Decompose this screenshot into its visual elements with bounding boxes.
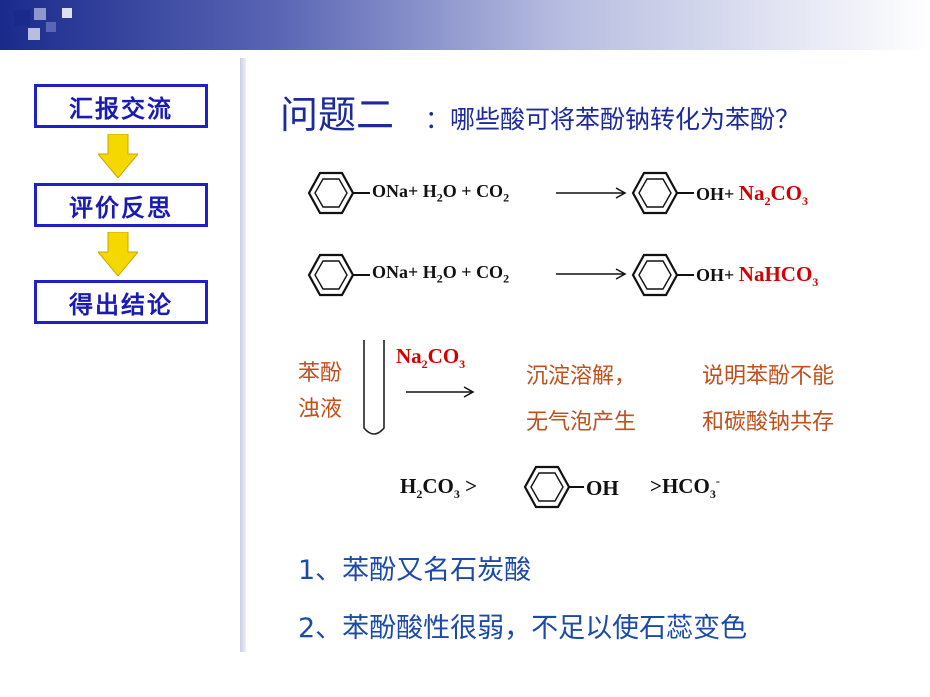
- benzene-ring-icon: [631, 253, 694, 297]
- nav-item-conclusion[interactable]: 得出结论: [34, 280, 208, 324]
- acidity-left: H2CO3 >: [400, 474, 478, 502]
- reaction-arrow-icon: [556, 187, 627, 199]
- decor-square: [34, 8, 46, 20]
- reaction1-products: OH+ Na2CO3: [696, 181, 808, 209]
- nav-item-report[interactable]: 汇报交流: [34, 84, 208, 128]
- benzene-ring-icon: [631, 171, 694, 215]
- point-2: 2、苯酚酸性很弱，不足以使石蕊变色: [298, 613, 748, 644]
- decor-square: [28, 28, 40, 40]
- decor-square: [46, 22, 56, 32]
- point-1: 1、苯酚又名石炭酸: [298, 555, 532, 586]
- slide-question: ：哪些酸可将苯酚钠转化为苯酚？: [425, 105, 801, 134]
- experiment-arrow-icon: [406, 386, 475, 398]
- decor-square: [62, 8, 72, 18]
- phenol-suspension-label: 苯酚 浊液: [298, 361, 343, 422]
- benzene-ring-icon: [307, 171, 370, 215]
- down-arrow-icon: [98, 134, 138, 178]
- conclusion-text: 说明苯酚不能 和碳酸钠共存: [702, 364, 835, 435]
- acidity-right: >HCO3-: [650, 474, 720, 502]
- slide-title: 问题二: [280, 93, 395, 137]
- observation-text: 沉淀溶解， 无气泡产生: [526, 364, 637, 435]
- reaction1-reactants: ONa+ H2O + CO2: [372, 181, 510, 205]
- reaction2-products: OH+ NaHCO3: [696, 262, 819, 290]
- test-tube-icon: [363, 340, 385, 435]
- nahco3-formula: NaHCO3: [738, 262, 819, 290]
- reaction-arrow-icon: [556, 268, 627, 280]
- reaction2-reactants: ONa+ H2O + CO2: [372, 262, 510, 286]
- down-arrow-icon: [98, 232, 138, 276]
- acidity-phenol-oh: OH: [586, 476, 619, 500]
- reagent-na2co3: Na2CO3: [396, 344, 466, 372]
- benzene-ring-icon: [523, 465, 584, 509]
- nav-item-reflect[interactable]: 评价反思: [34, 183, 208, 227]
- decor-square: [14, 10, 30, 26]
- header-gradient-bar: [0, 0, 930, 50]
- vertical-divider: [240, 58, 246, 652]
- benzene-ring-icon: [307, 253, 370, 297]
